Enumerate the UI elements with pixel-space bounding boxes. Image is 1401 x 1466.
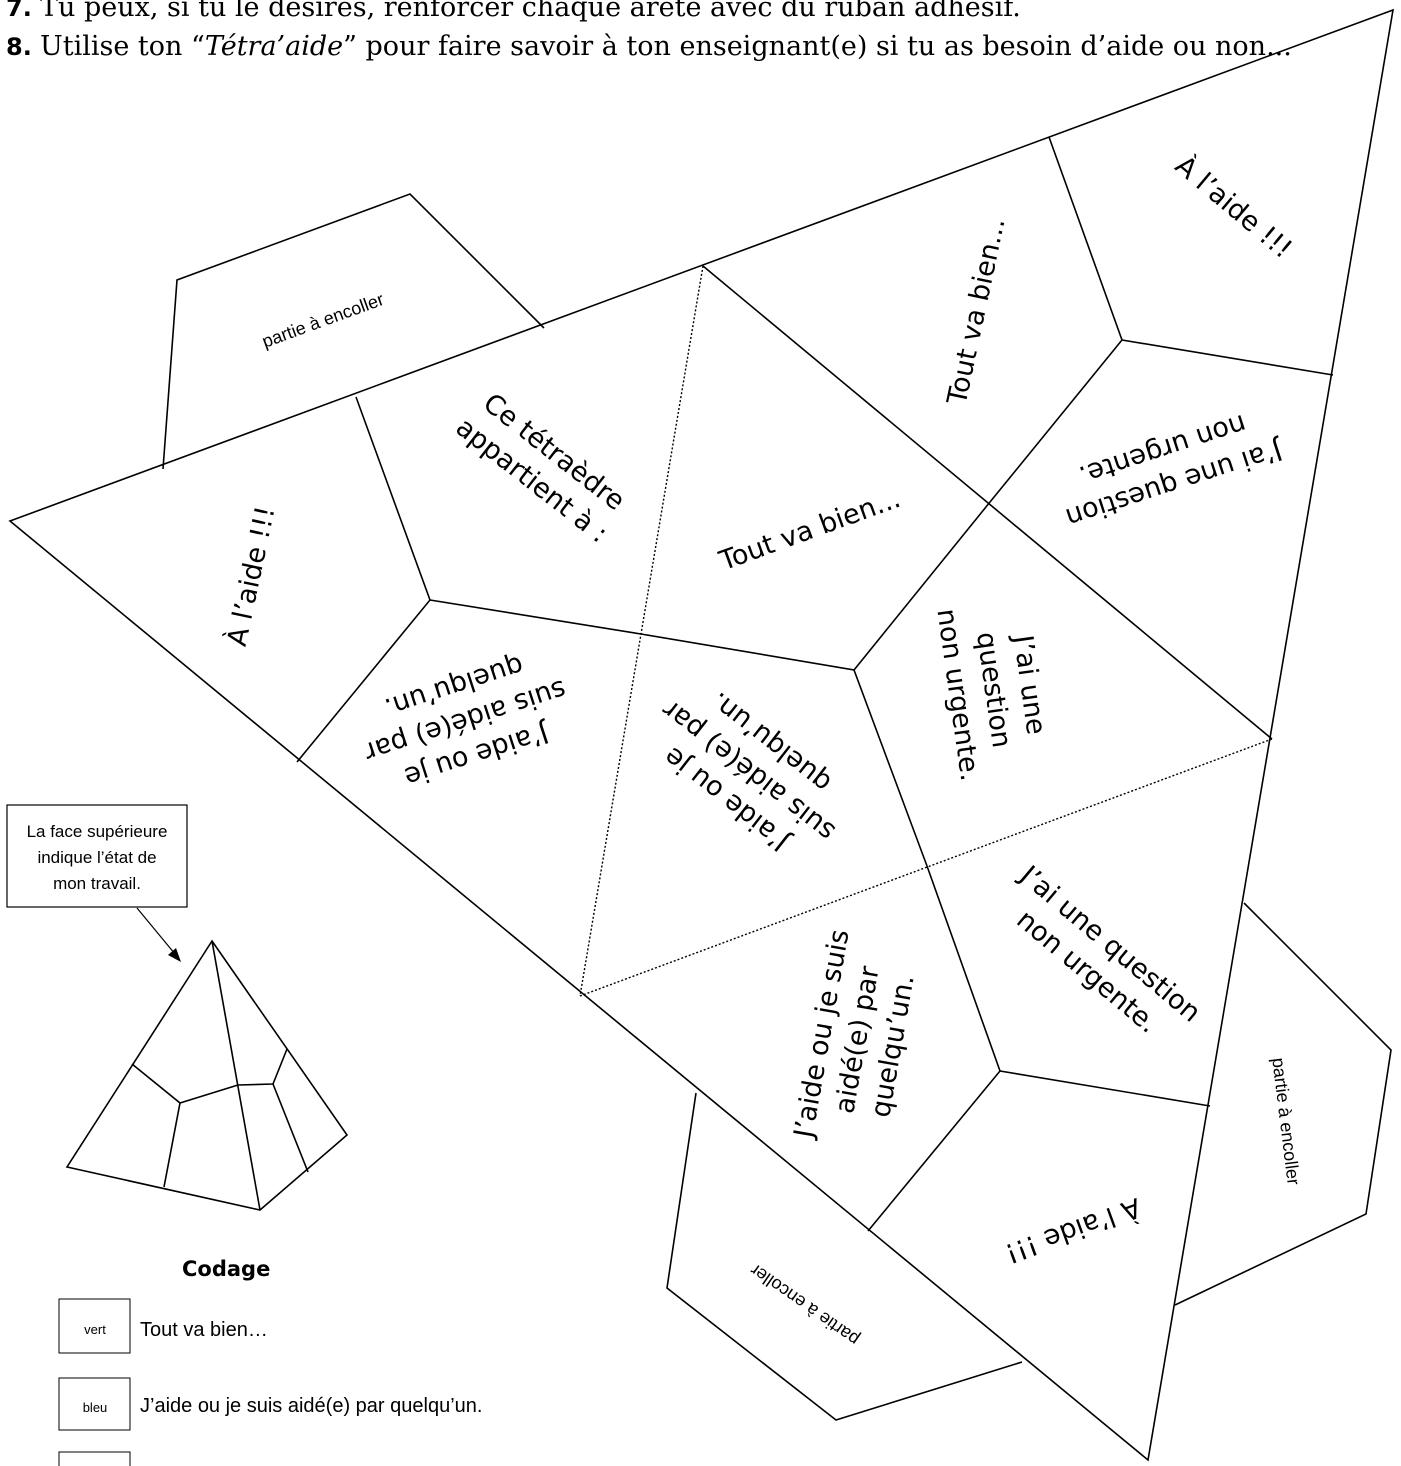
face-label-a-l-aide-left: À l’aide !!! — [221, 503, 282, 649]
instruction-7: 7. Tu peux, si tu le désires, renforcer … — [6, 0, 1021, 23]
fold-line — [579, 738, 1273, 997]
face-label-tout-va-bien-center: Tout va bien... — [715, 483, 905, 577]
glue-tab-right — [1174, 902, 1392, 1306]
legend-item-label: J’aide ou je suis aidé(e) par quelqu’un. — [140, 1395, 482, 1417]
pyramid-edge — [211, 940, 261, 1211]
legend-swatch-label: bleu — [83, 1400, 108, 1415]
tetrahedron-net — [8, 8, 1395, 1462]
face-label-aide-center: J’aide ou je suis aidé(e) par quelqu’un. — [656, 685, 841, 858]
face-label-aide-bottom: J’aide ou je suis aidé(e) par quelqu’un. — [788, 927, 921, 1142]
pyramid-outline — [65, 939, 349, 1211]
instruction-8: 8. Utilise ton “Tétra’aide” pour faire s… — [6, 31, 1292, 62]
glue-tab-bottom — [666, 1092, 1023, 1421]
callout-box — [6, 804, 188, 908]
face-division — [853, 501, 991, 671]
face-label-tout-va-bien-top: Tout va bien... — [942, 215, 1012, 408]
callout-arrow — [136, 907, 176, 955]
callout-line: mon travail. — [53, 874, 141, 893]
instruction-8-number: 8. — [6, 33, 32, 61]
pyramid-division — [179, 1084, 239, 1104]
callout-line: indique l’état de — [37, 848, 156, 867]
callout-line: La face supérieure — [27, 822, 168, 841]
face-label-ce-tetraedre: Ce tétraèdre appartient à : — [450, 388, 631, 550]
face-division — [1121, 339, 1334, 376]
face-label-question-center: J’ai une question non urgente. — [930, 607, 1051, 783]
glue-tab-label-top: partie à encoller — [259, 289, 386, 352]
instruction-7-text: Tu peux, si tu le désires, renforcer cha… — [40, 0, 1021, 23]
legend-item-label: Tout va bien… — [140, 1319, 268, 1341]
pyramid-division — [272, 1083, 309, 1173]
face-division — [429, 599, 642, 635]
instruction-8-text: Utilise ton “Tétra’aide” pour faire savo… — [40, 31, 1292, 62]
callout-arrowhead — [168, 948, 181, 962]
face-division — [999, 1070, 1211, 1107]
legend-title: Codage — [182, 1257, 270, 1281]
legend-swatch-vert — [58, 1298, 131, 1354]
glue-tab-label-bottom: partie à encoller — [746, 1260, 862, 1350]
net-outline — [8, 8, 1395, 1462]
legend-swatch-bleu — [58, 1377, 131, 1431]
pyramid-division — [131, 1063, 181, 1188]
glue-tab-label-right: partie à encoller — [1268, 1056, 1303, 1186]
face-label-question-top-right: J’ai une question non urgente. — [1062, 408, 1288, 533]
face-label-question-bottom-right: J’ai une question non urgente. — [1011, 859, 1207, 1040]
fold-line — [579, 265, 704, 997]
pyramid-division — [237, 1048, 288, 1086]
face-label-aide-left: J’aide ou je suis aidé(e) par quelqu’un. — [360, 649, 570, 792]
legend-swatch-third — [58, 1451, 131, 1466]
face-division — [989, 136, 1123, 503]
instruction-7-number: 7. — [6, 0, 32, 22]
legend: Codage vert Tout va bien… bleu J’aide ou… — [58, 1257, 482, 1466]
face-label-a-l-aide-top: À l’aide !!! — [1169, 149, 1298, 265]
legend-swatch-label: vert — [84, 1322, 106, 1337]
glue-tab-top — [162, 193, 545, 470]
face-label-a-l-aide-bottom: À l’aide !!! — [1001, 1191, 1145, 1270]
pyramid-sketch — [65, 939, 349, 1211]
callout: La face supérieure indique l’état de mon… — [6, 804, 188, 962]
fold-line — [702, 265, 1273, 740]
